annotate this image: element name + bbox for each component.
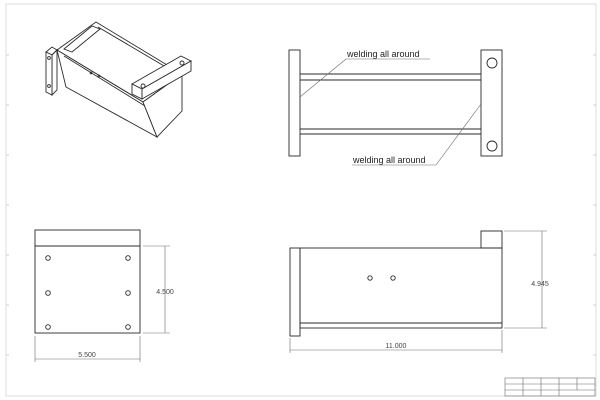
- iso-left-hole-top: [47, 56, 51, 60]
- side-right-foot: [480, 230, 503, 249]
- side-hole: [390, 275, 396, 281]
- title-block: [504, 377, 596, 397]
- front-hole: [125, 324, 131, 330]
- weld-callout-text: welding all around: [352, 155, 426, 165]
- dimension-text: 11.000: [386, 343, 407, 350]
- front-hole: [125, 255, 131, 261]
- dimension-text: 4.945: [531, 281, 549, 288]
- iso-left-hole-bottom: [47, 84, 51, 88]
- front-hole: [45, 290, 51, 296]
- dimension-front-width: 5.500: [34, 336, 141, 362]
- sheet-border: [5, 3, 597, 397]
- iso-right-foot-side: [141, 60, 192, 100]
- iso-body-hole-b: [97, 74, 101, 78]
- front-hole: [45, 255, 51, 261]
- front-hole: [45, 324, 51, 330]
- weld-callout-1: welding all around: [299, 49, 430, 98]
- top-view: welding all around welding all around: [288, 49, 503, 166]
- weld-callout-text: welding all around: [346, 49, 420, 59]
- iso-left-plate-side: [51, 48, 58, 97]
- front-hole: [125, 290, 131, 296]
- top-hole-lower: [486, 140, 498, 152]
- side-hole: [367, 275, 373, 281]
- weld-callout-2: welding all around: [352, 103, 482, 166]
- iso-top-bar-top: [63, 25, 101, 53]
- iso-body-hole-a: [89, 71, 93, 75]
- iso-left-plate-front: [45, 51, 53, 96]
- iso-foot-hole-a: [179, 60, 185, 66]
- iso-foot-hole-b: [140, 83, 146, 89]
- side-view: 11.000 4.945: [289, 230, 549, 353]
- side-left-plate: [289, 247, 301, 337]
- side-body: [299, 247, 503, 329]
- top-right-plate: [480, 49, 503, 157]
- dimension-text: 5.500: [78, 352, 96, 359]
- front-plate: [34, 245, 141, 334]
- front-top-bar: [34, 229, 141, 247]
- dimension-side-length: 11.000: [289, 330, 503, 353]
- isometric-view: [45, 21, 192, 138]
- dimension-side-height: 4.945: [504, 230, 549, 329]
- dimension-front-height: 4.500: [143, 245, 174, 334]
- dimension-text: 4.500: [156, 289, 174, 296]
- top-left-plate: [288, 49, 301, 157]
- front-view: 5.500 4.500: [34, 229, 174, 362]
- top-hole-upper: [486, 57, 498, 69]
